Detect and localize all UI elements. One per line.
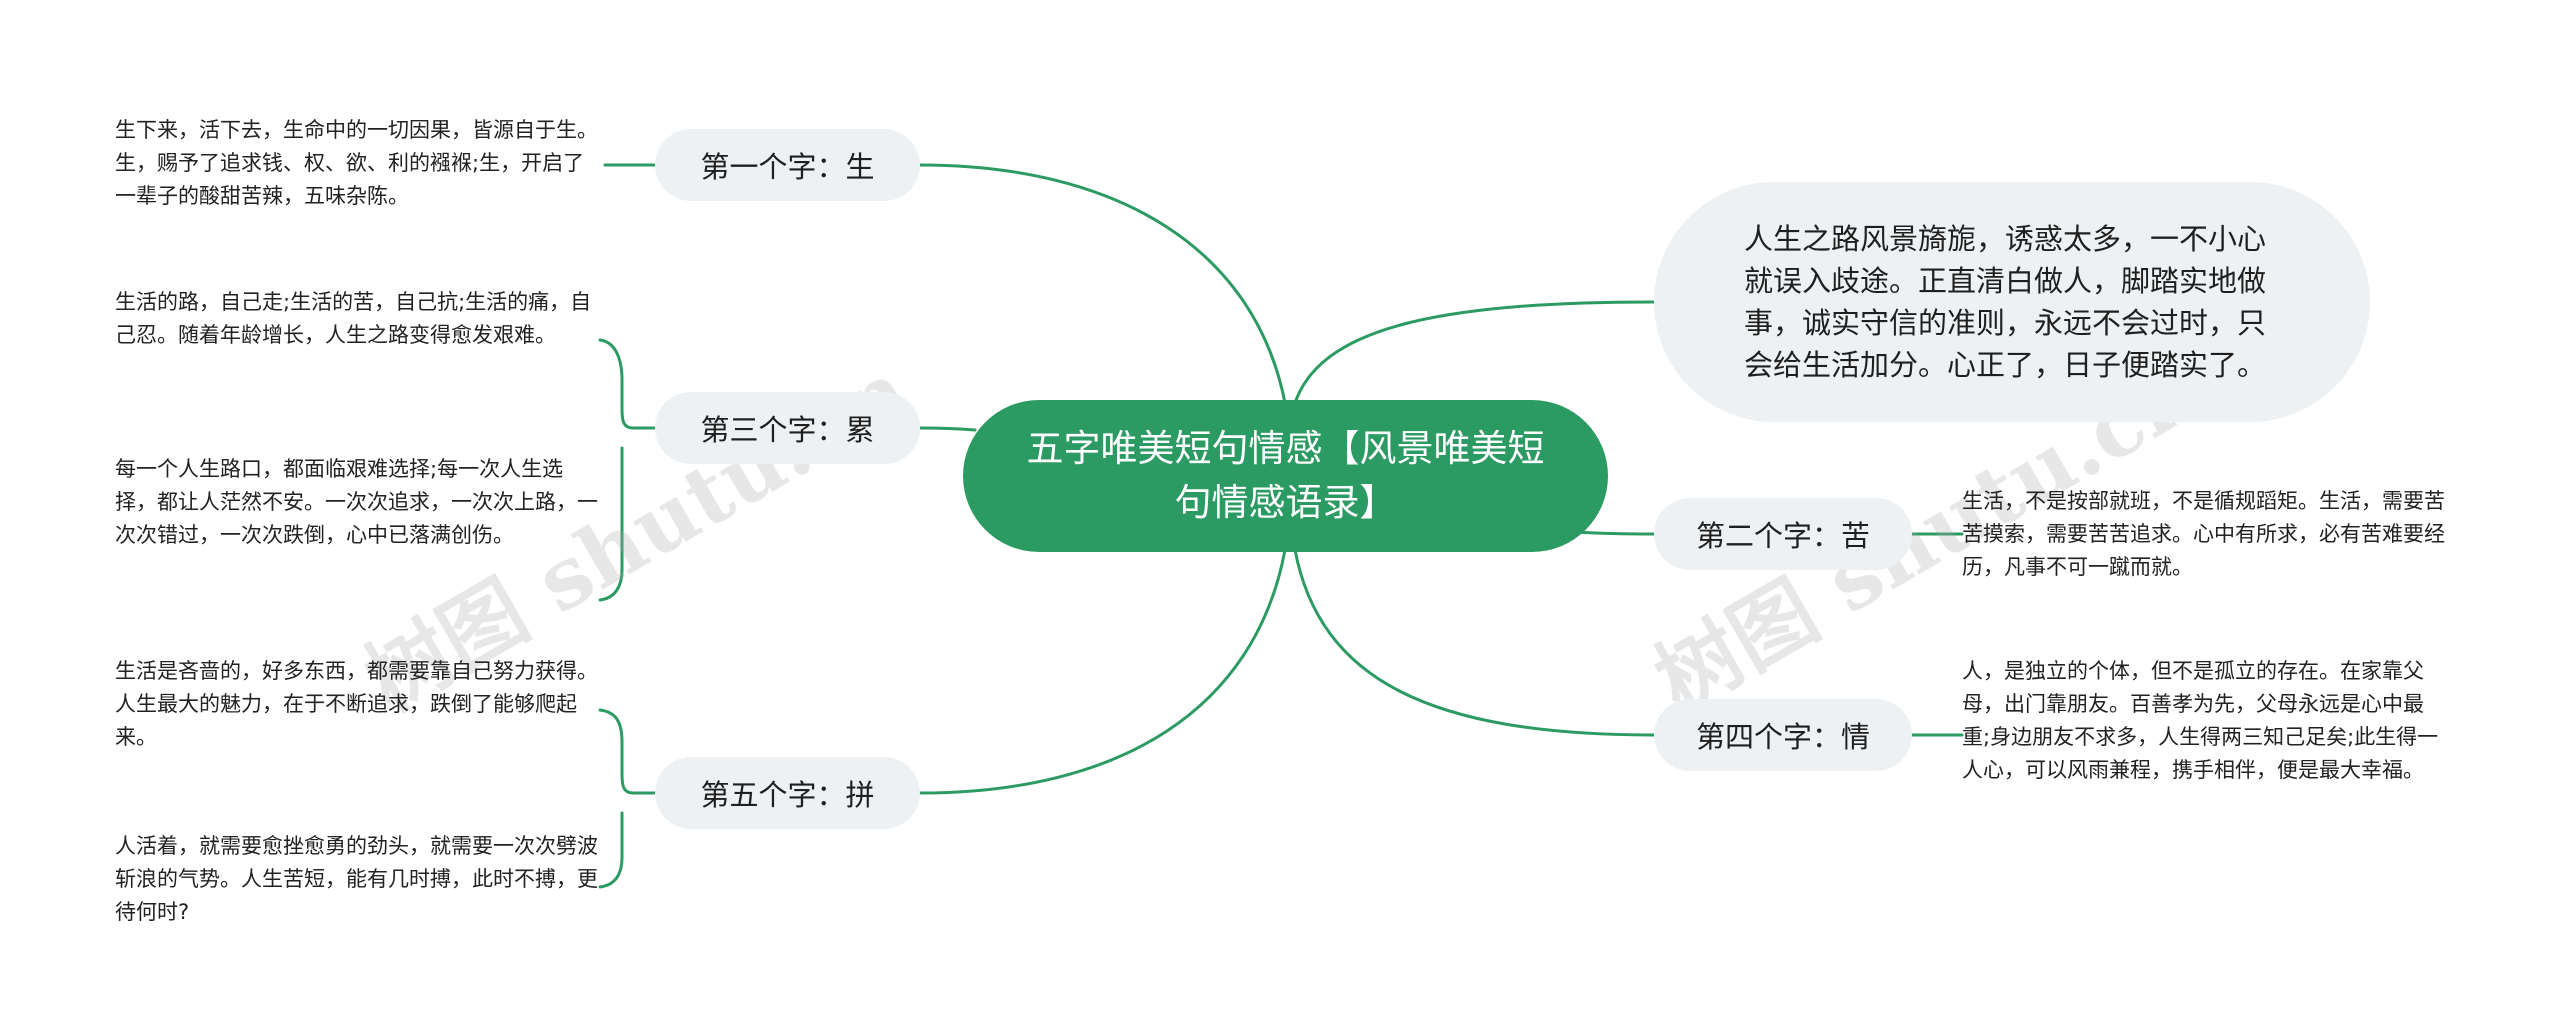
note-lei-2[interactable]: 每一个人生路口，都面临艰难选择;每一次人生选择，都让人茫然不安。一次次追求，一次… <box>115 457 598 547</box>
branch-lei-label: 第三个字：累 <box>700 413 875 447</box>
branch-lei[interactable]: 第三个字：累 <box>655 392 920 464</box>
branch-pin-label: 第五个字：拼 <box>700 778 875 812</box>
note-qing-1[interactable]: 人，是独立的个体，但不是孤立的存在。在家靠父母，出门靠朋友。百善孝为先，父母永远… <box>1962 659 2439 782</box>
intro-topic[interactable]: 人生之路风景旖旎，诱惑太多，一不小心就误入歧途。正直清白做人，脚踏实地做事，诚实… <box>1654 182 2370 422</box>
root-topic[interactable]: 五字唯美短句情感【风景唯美短句情感语录】 <box>963 400 1608 552</box>
link-pin-notes <box>598 708 657 889</box>
branch-sheng-label: 第一个字：生 <box>700 150 875 184</box>
branch-qing[interactable]: 第四个字：情 <box>1654 699 1912 771</box>
branch-qing-label: 第四个字：情 <box>1695 720 1870 754</box>
link-root-qing <box>1293 548 1656 737</box>
note-lei-1[interactable]: 生活的路，自己走;生活的苦，自己抗;生活的痛，自己忍。随着年龄增长，人生之路变得… <box>115 290 592 347</box>
note-ku-1[interactable]: 生活，不是按部就班，不是循规蹈矩。生活，需要苦苦摸索，需要苦苦追求。心中有所求，… <box>1962 489 2445 579</box>
link-root-lei <box>918 426 977 432</box>
link-lei-notes <box>598 338 657 602</box>
branch-pin[interactable]: 第五个字：拼 <box>655 757 920 829</box>
branch-sheng[interactable]: 第一个字：生 <box>655 129 920 201</box>
branch-ku[interactable]: 第二个字：苦 <box>1654 498 1912 570</box>
root-topic-label: 五字唯美短句情感【风景唯美短句情感语录】 <box>1026 427 1545 524</box>
branch-ku-label: 第二个字：苦 <box>1695 519 1870 553</box>
note-pin-2[interactable]: 人活着，就需要愈挫愈勇的劲头，就需要一次次劈波斩浪的气势。人生苦短，能有几时搏，… <box>115 834 598 924</box>
link-root-sheng <box>918 163 1287 405</box>
note-pin-1[interactable]: 生活是吝啬的，好多东西，都需要靠自己努力获得。人生最大的魅力，在于不断追求，跌倒… <box>115 659 598 749</box>
link-root-ku <box>1573 530 1656 536</box>
note-sheng-1[interactable]: 生下来，活下去，生命中的一切因果，皆源自于生。生，赐予了追求钱、权、欲、利的襁褓… <box>115 118 598 208</box>
link-root-intro <box>1293 300 1656 405</box>
link-root-pin <box>918 548 1287 795</box>
intro-topic-text: 人生之路风景旖旎，诱惑太多，一不小心就误入歧途。正直清白做人，脚踏实地做事，诚实… <box>1744 222 2267 382</box>
